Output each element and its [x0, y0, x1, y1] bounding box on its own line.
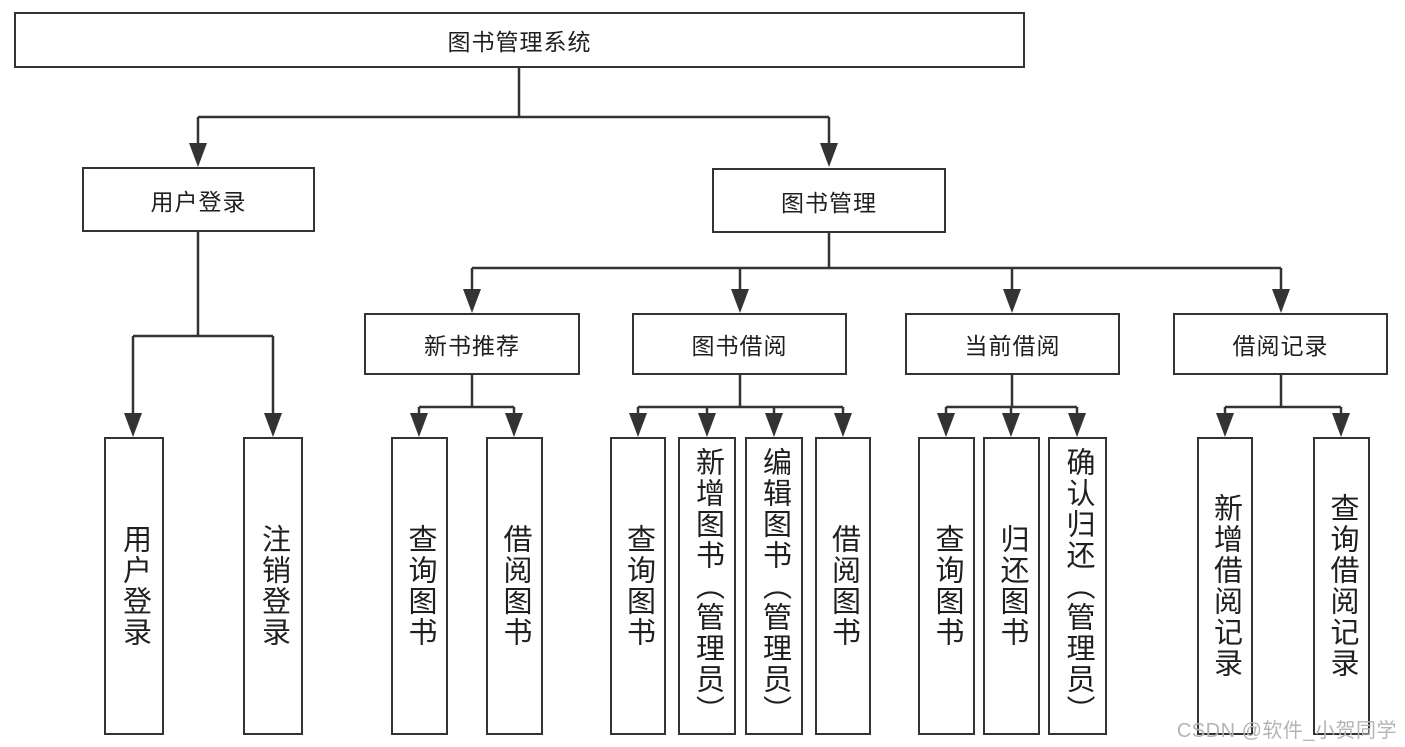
arrow-down — [1332, 413, 1350, 437]
leaf-label: 新增借阅记录 — [1209, 493, 1242, 679]
node-book-borrowing: 图书借阅 — [632, 313, 847, 375]
arrow-down — [1002, 413, 1020, 437]
arrow-down — [124, 413, 142, 437]
leaf-logout: 注销登录 — [243, 437, 303, 735]
leaf-label: 注销登录 — [257, 524, 290, 648]
arrow-down — [1003, 289, 1021, 313]
node-current-borrowing: 当前借阅 — [905, 313, 1120, 375]
leaf-query-books-1: 查询图书 — [391, 437, 448, 735]
node-label: 图书管理系统 — [447, 29, 592, 55]
node-new-book-recommendation: 新书推荐 — [364, 313, 580, 375]
leaf-label: 编辑图书（管理员） — [758, 446, 791, 726]
leaf-label: 查询图书 — [622, 524, 655, 648]
node-label: 用户登录 — [150, 188, 247, 215]
node-label: 新书推荐 — [424, 333, 520, 359]
leaf-add-borrow-record: 新增借阅记录 — [1197, 437, 1253, 735]
arrow-down — [937, 413, 955, 437]
leaf-label: 确认归还（管理员） — [1062, 446, 1094, 726]
node-user-login: 用户登录 — [82, 167, 315, 232]
arrow-down — [765, 413, 783, 437]
node-label: 图书借阅 — [691, 333, 788, 359]
connector-book-mgmt-to-level3 — [463, 233, 1290, 313]
arrow-down — [698, 413, 716, 437]
arrow-down — [410, 413, 428, 437]
connector-current-borrow-to-leaves — [937, 375, 1086, 437]
arrow-down — [1272, 289, 1290, 313]
watermark: CSDN @软件_小贺同学 — [1176, 720, 1397, 742]
arrow-down — [189, 143, 207, 167]
leaf-query-books-3: 查询图书 — [918, 437, 975, 735]
connector-new-book-to-leaves — [410, 375, 523, 437]
arrow-down — [629, 413, 647, 437]
connector-user-login-to-leaves — [124, 232, 282, 437]
leaf-label: 借阅图书 — [499, 524, 531, 648]
leaf-label: 查询图书 — [404, 524, 436, 648]
leaf-label: 查询借阅记录 — [1326, 493, 1358, 679]
arrow-down — [731, 289, 749, 313]
leaf-confirm-return-admin: 确认归还（管理员） — [1048, 437, 1107, 735]
leaf-label: 新增图书（管理员） — [691, 446, 724, 726]
arrow-down — [834, 413, 852, 437]
leaf-edit-book-admin: 编辑图书（管理员） — [745, 437, 803, 735]
node-borrowing-records: 借阅记录 — [1173, 313, 1388, 375]
connector-borrow-record-to-leaves — [1216, 375, 1350, 437]
leaf-label: 查询图书 — [931, 524, 963, 648]
node-label: 当前借阅 — [964, 333, 1061, 359]
arrow-down — [1216, 413, 1234, 437]
leaf-borrow-books-2: 借阅图书 — [815, 437, 871, 735]
node-label: 借阅记录 — [1232, 333, 1329, 359]
leaf-add-book-admin: 新增图书（管理员） — [678, 437, 736, 735]
connector-book-borrow-to-leaves — [629, 375, 852, 437]
arrow-down — [820, 143, 838, 167]
connector-root-to-level2 — [189, 68, 838, 167]
node-label: 图书管理 — [781, 189, 877, 216]
leaf-label: 归还图书 — [996, 524, 1028, 648]
leaf-query-books-2: 查询图书 — [610, 437, 666, 735]
node-root-system: 图书管理系统 — [14, 12, 1025, 68]
arrow-down — [463, 289, 481, 313]
node-book-management: 图书管理 — [712, 168, 946, 233]
leaf-return-book: 归还图书 — [983, 437, 1040, 735]
leaf-borrow-books-1: 借阅图书 — [486, 437, 543, 735]
leaf-label: 用户登录 — [118, 524, 151, 648]
leaf-query-borrow-record: 查询借阅记录 — [1313, 437, 1370, 735]
arrow-down — [1068, 413, 1086, 437]
leaf-label: 借阅图书 — [827, 524, 860, 648]
leaf-user-login: 用户登录 — [104, 437, 164, 735]
arrow-down — [505, 413, 523, 437]
arrow-down — [264, 413, 282, 437]
